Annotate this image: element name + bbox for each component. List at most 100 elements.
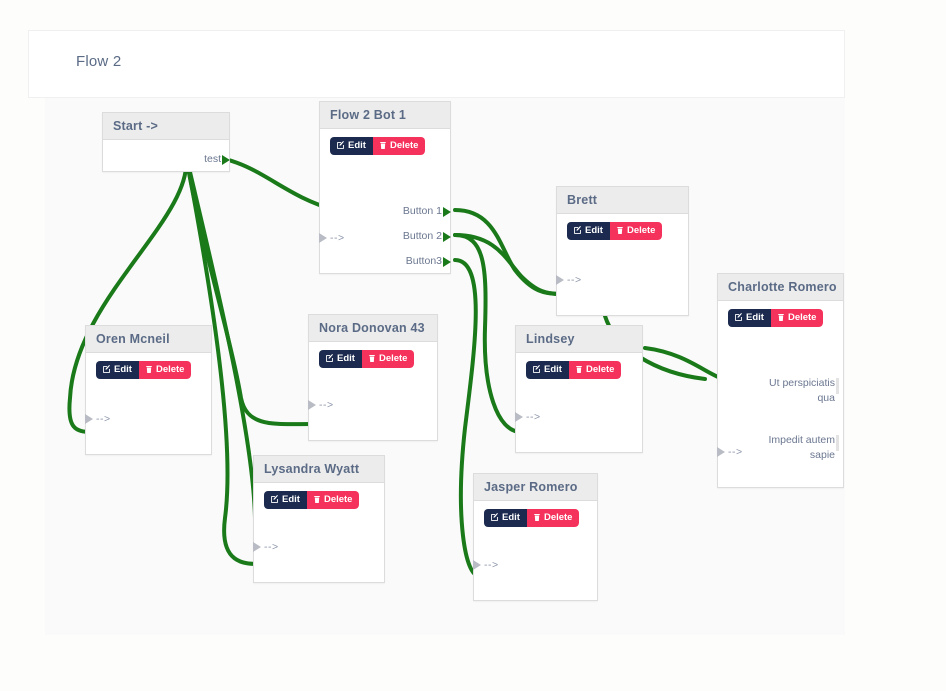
node-title-brett: Brett bbox=[557, 187, 688, 214]
input-port-marker-icon bbox=[556, 275, 564, 285]
input-port-charlotte[interactable]: --> bbox=[717, 446, 743, 458]
delete-button-jasper[interactable]: Delete bbox=[526, 509, 580, 527]
pencil-square-icon bbox=[337, 141, 344, 150]
delete-button-nora[interactable]: Delete bbox=[361, 350, 415, 368]
input-port-brett[interactable]: --> bbox=[556, 274, 582, 286]
input-port-label: --> bbox=[264, 541, 279, 553]
input-port-nora[interactable]: --> bbox=[308, 399, 334, 411]
node-title-lindsey: Lindsey bbox=[516, 326, 642, 353]
output-port-flow2bot1-1[interactable]: Button 1 bbox=[403, 204, 451, 220]
output-port-flow2bot1-2[interactable]: Button 2 bbox=[403, 229, 451, 245]
edit-button-label: Edit bbox=[337, 353, 355, 364]
delete-button-label: Delete bbox=[585, 364, 615, 375]
delete-button-label: Delete bbox=[389, 140, 419, 151]
edit-button-charlotte[interactable]: Edit bbox=[728, 309, 771, 327]
output-port-charlotte-1[interactable]: Ut perspiciatis qua bbox=[757, 376, 839, 406]
output-port-start-test[interactable]: test bbox=[204, 152, 230, 168]
edit-button-label: Edit bbox=[502, 512, 520, 523]
delete-button-lysandra[interactable]: Delete bbox=[306, 491, 360, 509]
trash-icon bbox=[369, 355, 375, 363]
flow-node-nora[interactable]: Nora Donovan 43 Edit Delete --> bbox=[308, 314, 438, 441]
input-port-label: --> bbox=[484, 559, 499, 571]
output-port-flow2bot1-3[interactable]: Button3 bbox=[406, 254, 451, 270]
input-port-label: --> bbox=[728, 446, 743, 458]
input-port-marker-icon bbox=[515, 412, 523, 422]
delete-button-lindsey[interactable]: Delete bbox=[568, 361, 622, 379]
delete-button-flow2bot1[interactable]: Delete bbox=[372, 137, 426, 155]
node-actions-brett: Edit Delete bbox=[557, 214, 663, 240]
input-port-label: --> bbox=[330, 232, 345, 244]
delete-button-brett[interactable]: Delete bbox=[609, 222, 663, 240]
button-group: Edit Delete bbox=[728, 309, 824, 327]
pencil-square-icon bbox=[491, 513, 498, 522]
pencil-square-icon bbox=[103, 365, 110, 374]
node-body-flow2bot1: Edit Delete --> Button 1 Button 2 Button3 bbox=[319, 129, 451, 272]
input-port-jasper[interactable]: --> bbox=[473, 559, 499, 571]
delete-button-label: Delete bbox=[543, 512, 573, 523]
flow-edge[interactable] bbox=[643, 346, 725, 381]
input-port-flow2bot1[interactable]: --> bbox=[319, 232, 345, 244]
trash-icon bbox=[534, 514, 540, 522]
pencil-square-icon bbox=[735, 313, 742, 322]
input-port-marker-icon bbox=[473, 560, 481, 570]
input-port-label: --> bbox=[319, 399, 334, 411]
edit-button-label: Edit bbox=[746, 312, 764, 323]
button-group: Edit Delete bbox=[319, 350, 415, 368]
node-title-start: Start -> bbox=[103, 113, 229, 140]
edit-button-lysandra[interactable]: Edit bbox=[264, 491, 307, 509]
flow-edge[interactable] bbox=[453, 233, 523, 434]
input-port-label: --> bbox=[96, 413, 111, 425]
input-port-lindsey[interactable]: --> bbox=[515, 411, 541, 423]
input-port-marker-icon bbox=[85, 414, 93, 424]
node-title-nora: Nora Donovan 43 bbox=[309, 315, 437, 342]
input-port-oren[interactable]: --> bbox=[85, 413, 111, 425]
edit-button-oren[interactable]: Edit bbox=[96, 361, 139, 379]
button-group: Edit Delete bbox=[567, 222, 663, 240]
output-port-label: Impedit autem sapie bbox=[768, 434, 835, 462]
trash-icon bbox=[778, 314, 784, 322]
flow-edge[interactable] bbox=[453, 233, 563, 296]
output-port-marker-icon bbox=[836, 378, 839, 394]
input-port-lysandra[interactable]: --> bbox=[253, 541, 279, 553]
edit-button-nora[interactable]: Edit bbox=[319, 350, 362, 368]
node-actions-flow2bot1: Edit Delete bbox=[320, 129, 426, 155]
output-port-marker-icon bbox=[836, 435, 839, 451]
delete-button-oren[interactable]: Delete bbox=[138, 361, 192, 379]
edit-button-label: Edit bbox=[585, 225, 603, 236]
trash-icon bbox=[617, 227, 623, 235]
input-port-marker-icon bbox=[308, 400, 316, 410]
node-body-lindsey: Edit Delete --> bbox=[515, 353, 642, 451]
delete-button-charlotte[interactable]: Delete bbox=[770, 309, 824, 327]
flow-edge[interactable] bbox=[453, 208, 563, 296]
delete-button-label: Delete bbox=[323, 494, 353, 505]
pencil-square-icon bbox=[533, 365, 540, 374]
input-port-marker-icon bbox=[253, 542, 261, 552]
node-body-lysandra: Edit Delete --> bbox=[253, 483, 384, 581]
button-group: Edit Delete bbox=[264, 491, 360, 509]
output-port-charlotte-2[interactable]: Impedit autem sapie bbox=[757, 433, 839, 463]
edit-button-jasper[interactable]: Edit bbox=[484, 509, 527, 527]
delete-button-label: Delete bbox=[378, 353, 408, 364]
output-port-label: Ut perspiciatis qua bbox=[769, 377, 835, 405]
node-title-lysandra: Lysandra Wyatt bbox=[254, 456, 384, 483]
edit-button-brett[interactable]: Edit bbox=[567, 222, 610, 240]
node-actions-lindsey: Edit Delete bbox=[516, 353, 622, 379]
input-port-label: --> bbox=[526, 411, 541, 423]
edit-button-flow2bot1[interactable]: Edit bbox=[330, 137, 373, 155]
node-body-nora: Edit Delete --> bbox=[308, 342, 437, 439]
node-body-start: test bbox=[103, 140, 230, 170]
flow-node-start[interactable]: Start -> test bbox=[102, 112, 230, 172]
button-group: Edit Delete bbox=[484, 509, 580, 527]
edit-button-lindsey[interactable]: Edit bbox=[526, 361, 569, 379]
trash-icon bbox=[146, 366, 152, 374]
